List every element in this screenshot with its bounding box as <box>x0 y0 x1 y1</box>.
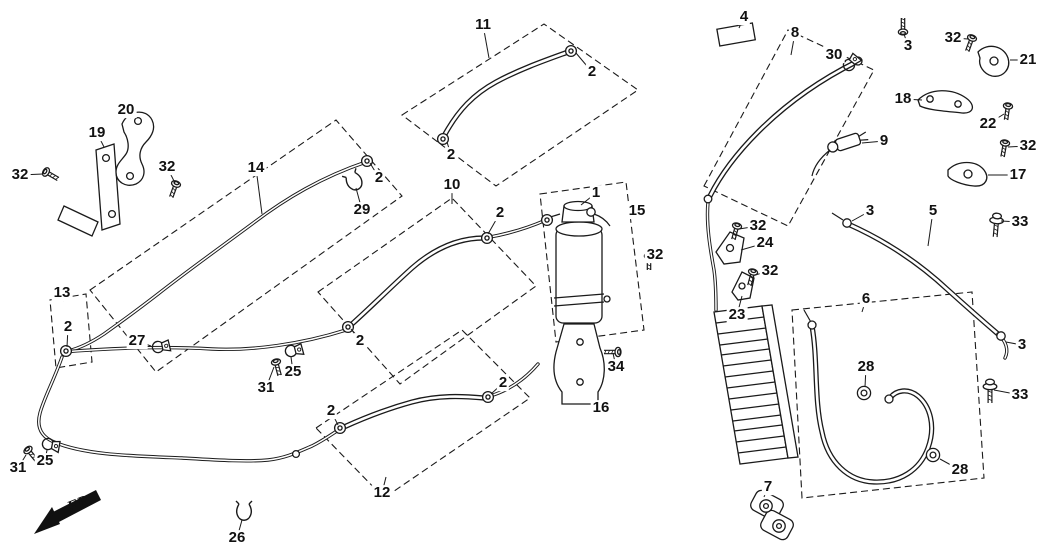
hose6-top-fitting <box>807 320 817 330</box>
leader-line-32 <box>19 173 44 176</box>
hose5-fitting-3-left <box>842 218 852 228</box>
box-hose-6 <box>791 291 985 499</box>
leader-line-15 <box>630 210 638 217</box>
leader-line-2 <box>446 141 452 156</box>
bracket-24 <box>715 231 745 265</box>
leader-line-9 <box>861 140 885 144</box>
bracket-18 <box>917 90 973 114</box>
leader-line-32 <box>738 225 759 230</box>
leader-line-2 <box>330 410 339 426</box>
condenser <box>713 304 799 465</box>
bracket-23 <box>731 271 755 301</box>
leader-line-33 <box>1000 220 1021 223</box>
leader-line-2 <box>490 382 504 395</box>
leader-line-1 <box>580 192 597 206</box>
front-arrow-icon <box>34 490 101 534</box>
condenser-inlet-pipe <box>706 201 717 311</box>
leader-line-30 <box>833 54 847 63</box>
bracket-20 <box>115 111 155 186</box>
compressor-fitting-7 <box>750 489 794 541</box>
leader-line-27 <box>136 340 152 347</box>
leader-line-32 <box>754 270 771 276</box>
leader-line-32 <box>1007 145 1029 148</box>
hose6-end-fitting <box>884 394 894 404</box>
bottom-pipe <box>38 356 341 462</box>
hoses-and-pipes <box>37 49 1009 485</box>
leader-line-8 <box>790 32 796 56</box>
flare-nuts <box>59 44 1006 459</box>
leader-line-4 <box>738 16 745 29</box>
leader-line-31 <box>265 366 275 389</box>
leader-line-25 <box>290 356 294 373</box>
leader-line-5 <box>927 210 934 247</box>
leader-line-29 <box>355 187 363 211</box>
leader-line-13 <box>61 292 65 302</box>
leader-line-32 <box>166 166 176 184</box>
leader-line-32 <box>649 254 656 260</box>
bracket-17 <box>947 161 988 187</box>
leader-line-22 <box>987 113 1005 125</box>
leader-line-24 <box>740 242 766 251</box>
receiver-bracket-16 <box>553 323 605 405</box>
leader-line-19 <box>96 132 105 148</box>
discharge-hose-8 <box>708 60 858 198</box>
leader-line-33 <box>993 389 1021 396</box>
leader-line-28 <box>864 366 867 388</box>
leader-line-2 <box>369 162 380 179</box>
pipe-from-hose-12 <box>489 363 539 397</box>
hose-5 <box>846 222 1000 336</box>
leader-line-12 <box>381 476 387 494</box>
hose-12 <box>342 395 486 429</box>
suction-pipe-14 <box>67 161 367 352</box>
hose8-end-fitting <box>703 194 713 204</box>
leader-line-25 <box>44 449 48 462</box>
leader-line-31 <box>17 454 27 469</box>
hose-11 <box>442 50 570 138</box>
box-hose-11 <box>401 23 639 187</box>
leader-line-3 <box>851 210 871 222</box>
leader-line-16 <box>591 402 602 409</box>
leader-line-2 <box>487 212 501 235</box>
suction-hose-6 <box>810 324 933 484</box>
leader-line-2 <box>575 52 593 73</box>
sight-glass <box>586 207 596 217</box>
hose-10 <box>350 236 486 326</box>
bracket-19 <box>57 143 121 237</box>
pipe-union <box>291 449 301 459</box>
leader-line-34 <box>612 352 617 368</box>
leader-line-26 <box>236 519 243 539</box>
leader-line-23 <box>736 295 743 316</box>
caution-placard-4 <box>716 22 757 47</box>
leader-line-32 <box>952 37 969 40</box>
capillary-tube <box>811 149 831 177</box>
expansion-valve-9 <box>811 131 869 177</box>
leader-line-2 <box>66 326 69 348</box>
leader-line-18 <box>902 98 923 101</box>
leader-line-28 <box>939 458 961 471</box>
bracket-21 <box>977 45 1010 77</box>
leader-line-2 <box>350 328 361 342</box>
receiver-band <box>553 293 605 307</box>
receiver-dryer-1 <box>540 200 611 324</box>
leader-line-3 <box>1005 341 1023 346</box>
leader-line-14 <box>255 167 263 215</box>
liquid-pipe <box>61 329 347 353</box>
hose-5-stub <box>831 212 844 221</box>
leader-line-20 <box>125 109 132 119</box>
box-joint-13 <box>49 293 93 369</box>
leader-line-3 <box>903 33 909 47</box>
leader-line-6 <box>861 298 867 313</box>
leader-line-7 <box>763 486 769 498</box>
leader-line-11 <box>482 24 490 59</box>
hose5-fitting-3-right <box>996 331 1006 341</box>
